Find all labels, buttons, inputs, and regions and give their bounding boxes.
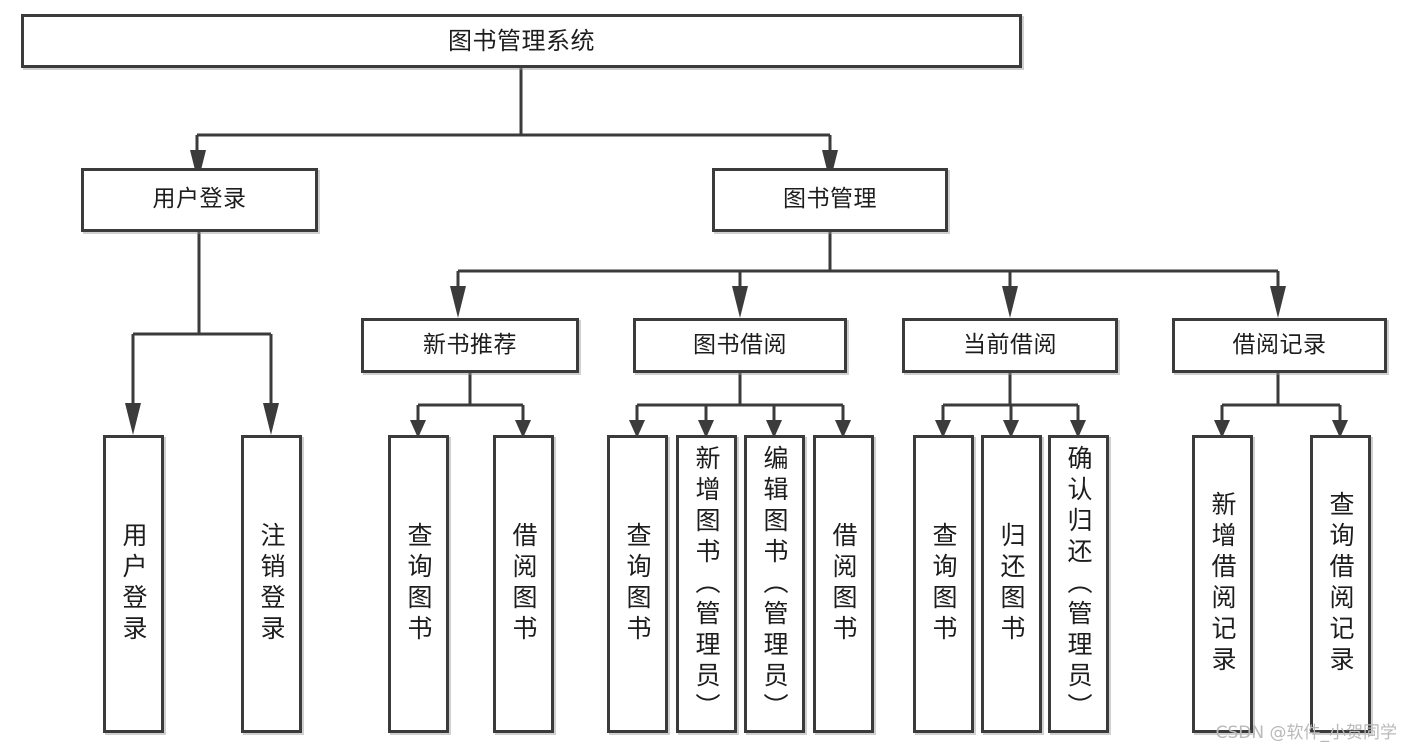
node-leaf-query-book-3[interactable]: 查询图书: [913, 435, 974, 733]
node-borrow-record[interactable]: 借阅记录: [1172, 318, 1387, 373]
node-leaf-query-book-1[interactable]: 查询图书: [388, 435, 449, 733]
node-label: 新增图书（管理员）: [692, 444, 721, 724]
node-leaf-user-login[interactable]: 用户登录: [103, 435, 164, 733]
node-leaf-add-book[interactable]: 新增图书（管理员）: [676, 435, 737, 733]
node-label: 图书借阅: [693, 331, 787, 358]
node-label: 借阅图书: [509, 522, 538, 646]
node-label: 借阅图书: [829, 522, 858, 646]
node-label: 图书管理: [783, 186, 877, 213]
node-book-borrow[interactable]: 图书借阅: [633, 318, 847, 373]
node-leaf-edit-book[interactable]: 编辑图书（管理员）: [744, 435, 805, 733]
node-label: 用户登录: [119, 522, 148, 646]
node-label: 查询图书: [623, 522, 652, 646]
node-new-book-recommend[interactable]: 新书推荐: [361, 318, 579, 373]
node-label: 查询借阅记录: [1326, 491, 1355, 677]
node-label: 新增借阅记录: [1208, 491, 1237, 677]
node-leaf-logout-login[interactable]: 注销登录: [241, 435, 302, 733]
node-leaf-borrow-book-1[interactable]: 借阅图书: [493, 435, 554, 733]
node-leaf-confirm-return[interactable]: 确认归还（管理员）: [1048, 435, 1109, 733]
node-user-login[interactable]: 用户登录: [81, 168, 318, 232]
node-leaf-return-book[interactable]: 归还图书: [981, 435, 1042, 733]
node-label: 用户登录: [152, 186, 247, 213]
node-label: 图书管理系统: [448, 26, 595, 55]
node-label: 查询图书: [404, 522, 433, 646]
node-label: 归还图书: [997, 522, 1026, 646]
node-label: 编辑图书（管理员）: [760, 444, 789, 724]
node-leaf-query-book-2[interactable]: 查询图书: [607, 435, 668, 733]
node-leaf-borrow-book-2[interactable]: 借阅图书: [813, 435, 874, 733]
node-label: 新书推荐: [423, 331, 517, 358]
node-label: 当前借阅: [963, 331, 1057, 358]
node-leaf-query-borrow-record[interactable]: 查询借阅记录: [1310, 435, 1371, 733]
node-label: 注销登录: [257, 522, 286, 646]
node-label: 查询图书: [929, 522, 958, 646]
node-book-management[interactable]: 图书管理: [712, 168, 948, 232]
node-label: 借阅记录: [1232, 331, 1327, 358]
node-book-management-system[interactable]: 图书管理系统: [21, 14, 1022, 68]
csdn-watermark: CSDN @软件_小贺同学: [1215, 723, 1397, 743]
node-label: 确认归还（管理员）: [1064, 444, 1093, 724]
node-leaf-add-borrow-record[interactable]: 新增借阅记录: [1192, 435, 1253, 733]
node-current-borrow[interactable]: 当前借阅: [902, 318, 1118, 373]
